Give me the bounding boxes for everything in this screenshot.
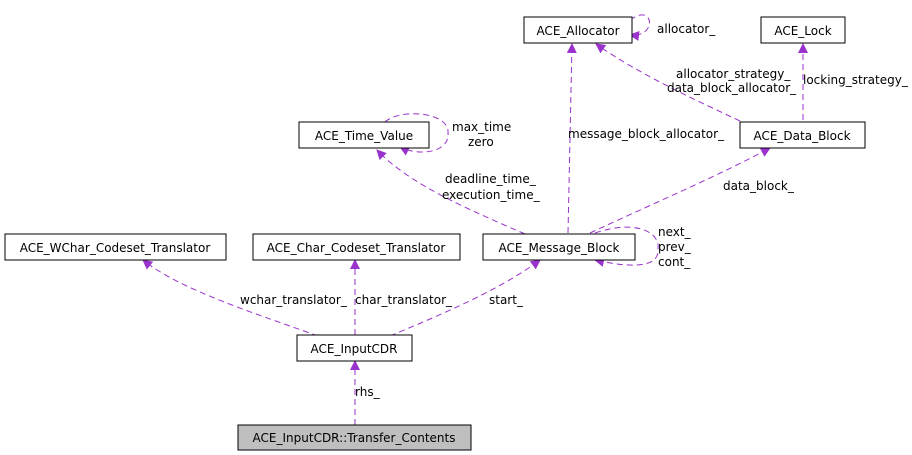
label-message-block-allocator: message_block_allocator_ bbox=[568, 127, 725, 141]
label-char-translator: char_translator_ bbox=[355, 293, 453, 307]
node-ace-inputcdr-transfer-contents[interactable]: ACE_InputCDR::Transfer_Contents bbox=[237, 424, 472, 451]
label-execution-time: execution_time_ bbox=[442, 188, 541, 202]
node-ace-char-codeset-translator[interactable]: ACE_Char_Codeset_Translator bbox=[252, 233, 461, 261]
edges bbox=[142, 14, 808, 425]
node-label: ACE_Allocator bbox=[536, 24, 619, 38]
node-label: ACE_Lock bbox=[774, 24, 831, 38]
node-ace-message-block[interactable]: ACE_Message_Block bbox=[482, 233, 636, 261]
node-ace-allocator[interactable]: ACE_Allocator bbox=[523, 16, 633, 44]
label-allocator-self: allocator_ bbox=[657, 22, 716, 36]
node-label: ACE_Message_Block bbox=[498, 241, 619, 255]
node-ace-wchar-codeset-translator[interactable]: ACE_WChar_Codeset_Translator bbox=[4, 233, 227, 261]
node-label: ACE_InputCDR bbox=[311, 342, 398, 356]
edge-deadline-time bbox=[376, 149, 526, 235]
edge-start bbox=[389, 259, 541, 337]
label-locking-strategy: locking_strategy_ bbox=[803, 73, 909, 87]
label-prev: prev_ bbox=[658, 240, 692, 254]
label-next: next_ bbox=[658, 225, 692, 239]
edge-data-block bbox=[589, 147, 771, 234]
edge-data-block-allocator bbox=[595, 43, 741, 122]
node-label: ACE_InputCDR::Transfer_Contents bbox=[253, 431, 456, 445]
node-ace-inputcdr[interactable]: ACE_InputCDR bbox=[296, 334, 413, 362]
edge-allocator-self bbox=[629, 14, 650, 41]
edge-message-block-allocator bbox=[566, 43, 577, 234]
label-zero: zero bbox=[468, 135, 494, 149]
label-deadline-time: deadline_time_ bbox=[445, 172, 537, 186]
node-ace-data-block[interactable]: ACE_Data_Block bbox=[739, 121, 866, 149]
label-start: start_ bbox=[489, 293, 524, 307]
node-ace-lock[interactable]: ACE_Lock bbox=[760, 16, 846, 44]
label-cont: cont_ bbox=[658, 255, 691, 269]
edge-message-block-self bbox=[594, 226, 659, 267]
node-label: ACE_Data_Block bbox=[753, 129, 850, 143]
label-max-time: max_time bbox=[452, 120, 511, 134]
node-ace-time-value[interactable]: ACE_Time_Value bbox=[298, 121, 430, 149]
label-data-block: data_block_ bbox=[723, 179, 795, 193]
label-allocator-strategy: allocator_strategy_ bbox=[676, 67, 791, 81]
label-rhs: rhs_ bbox=[355, 385, 381, 399]
label-data-block-allocator: data_block_allocator_ bbox=[667, 81, 797, 95]
node-label: ACE_Char_Codeset_Translator bbox=[267, 241, 446, 255]
label-wchar-translator: wchar_translator_ bbox=[240, 293, 348, 307]
edge-labels: allocator_ allocator_strategy_ data_bloc… bbox=[240, 22, 909, 399]
node-label: ACE_Time_Value bbox=[315, 129, 413, 143]
edge-wchar-translator bbox=[142, 259, 319, 337]
edge-time-value-self bbox=[384, 113, 449, 156]
node-label: ACE_WChar_Codeset_Translator bbox=[20, 241, 211, 255]
